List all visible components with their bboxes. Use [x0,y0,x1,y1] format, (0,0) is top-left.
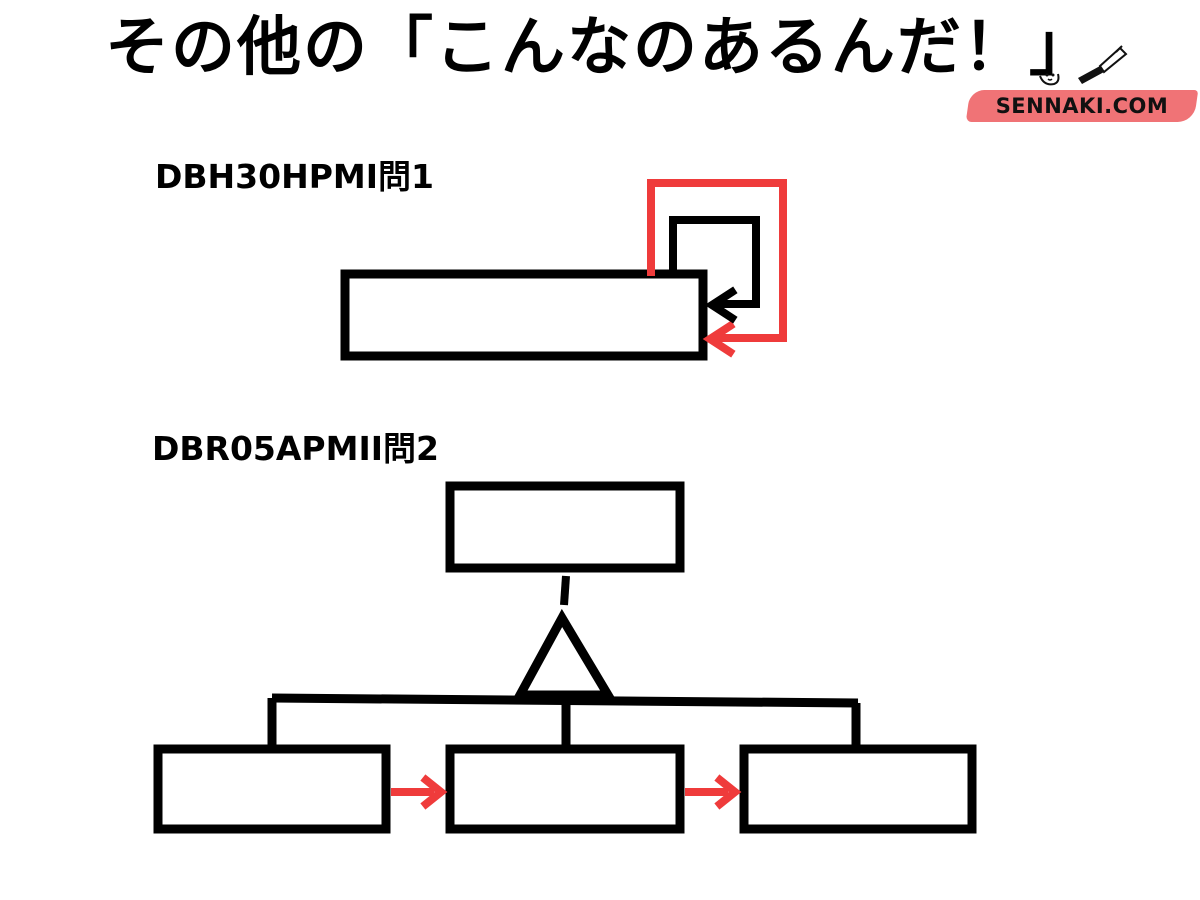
relation-arrowhead-black [704,286,738,324]
page-title: その他の「こんなのあるんだ！」 [105,11,1095,85]
diagram-2 [153,481,977,834]
section-label-2: DBR05APMII問2 [152,429,439,468]
entity-box [340,269,708,361]
diagram-1 [340,179,787,361]
subtype-entity-1 [153,744,391,834]
relation-arrowhead-red [702,320,736,358]
subtype-entity-3 [739,744,977,834]
recursive-relation-red [647,179,787,342]
supertype-link [560,575,570,606]
brand-label: SENNAKI.COM [995,94,1169,118]
subtype-triangle [512,608,616,700]
supertype-entity [445,481,685,573]
section-label-1: DBH30HPMI問1 [155,157,434,196]
brand-badge[interactable]: SENNAKI.COM [965,86,1199,126]
recursive-relation-black [669,216,760,308]
transition-arrowhead-2 [714,774,742,810]
subtype-entity-2 [445,744,685,834]
transition-arrowhead-1 [420,774,448,810]
pen-doodle-icon [1039,45,1128,86]
